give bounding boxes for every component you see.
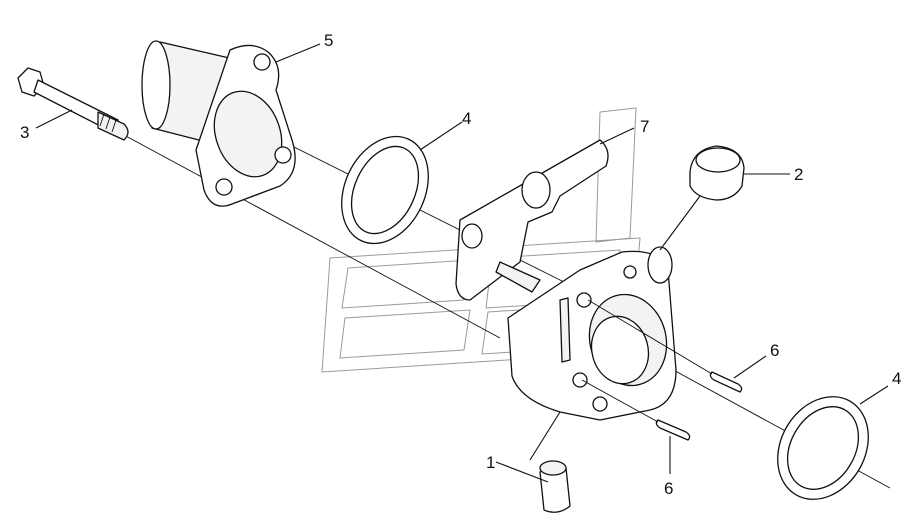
part-4-o-ring-right [777, 396, 869, 500]
part-4-o-ring-left [341, 135, 429, 245]
part-6-pin-upper [709, 371, 743, 393]
callout-3: 3 [20, 123, 29, 142]
callout-2: 2 [794, 165, 803, 184]
callout-7: 7 [640, 117, 649, 136]
callout-4-left: 4 [462, 109, 471, 128]
callout-5: 5 [324, 31, 333, 50]
part-6-pin-lower [655, 419, 691, 441]
callout-1: 1 [486, 453, 495, 472]
part-5-flanged-sleeve [141, 40, 296, 207]
part-1-plug [539, 460, 571, 513]
pin-axis-upper [587, 299, 713, 375]
callout-4-right: 4 [892, 369, 901, 388]
part-3-bolt [17, 67, 129, 141]
callout-6-upper: 6 [770, 341, 779, 360]
callout-labels: 1 2 3 4 4 5 6 6 7 [20, 31, 901, 498]
assembly-axis-main [249, 124, 601, 301]
part-7-elbow-bracket [455, 139, 609, 301]
main-housing [507, 246, 677, 421]
assembly-axis-bolt [123, 134, 501, 339]
pin-axis-lower [581, 379, 659, 423]
leader-lines [35, 43, 889, 483]
part-2-cap [689, 145, 745, 201]
callout-6-lower: 6 [664, 479, 673, 498]
